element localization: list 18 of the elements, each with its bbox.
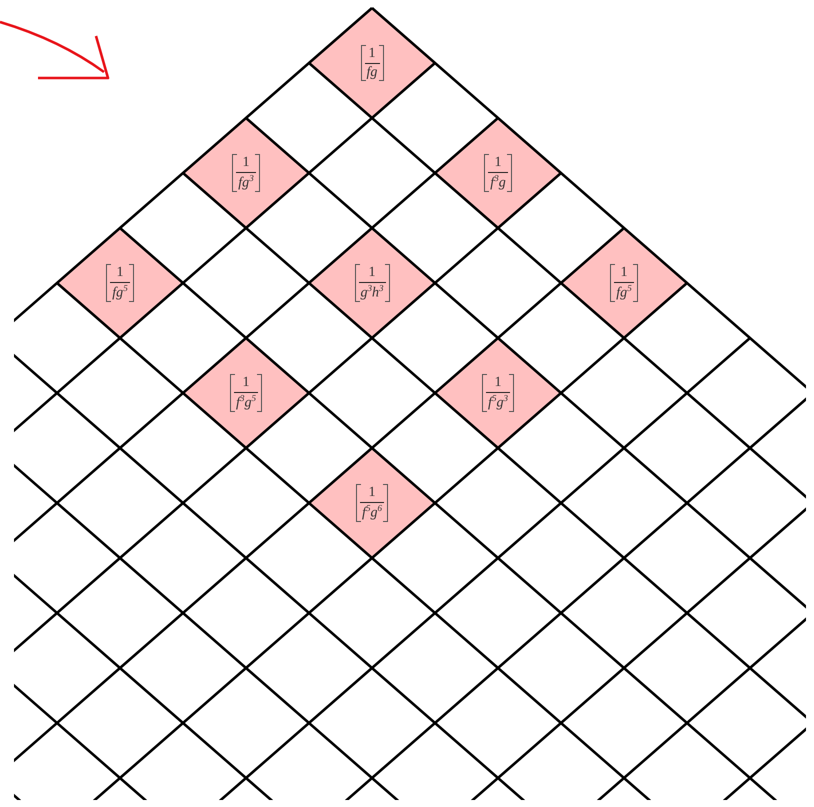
numerator: 1	[614, 265, 634, 283]
denominator: f$^{5}$g$^{6}$	[362, 502, 382, 521]
denominator: g$^{3}$h$^{3}$	[360, 282, 384, 301]
numerator: 1	[234, 375, 258, 393]
numerator: 1	[360, 485, 384, 503]
denominator: f$^{5}$g$^{3}$	[488, 392, 508, 411]
denominator: fg$^{5}$	[616, 282, 632, 301]
denominator: f$^{3}$g$^{5}$	[236, 392, 256, 411]
numerator: 1	[110, 265, 130, 283]
numerator: 1	[358, 265, 386, 283]
denominator: fg	[366, 64, 378, 80]
denominator: f$^{3}$g	[490, 172, 506, 191]
numerator: 1	[236, 155, 256, 173]
denominator: fg$^{5}$	[112, 282, 128, 301]
numerator: 1	[486, 375, 510, 393]
numerator: 1	[364, 46, 380, 64]
numerator: 1	[488, 155, 508, 173]
denominator: fg$^{3}$	[238, 172, 254, 191]
